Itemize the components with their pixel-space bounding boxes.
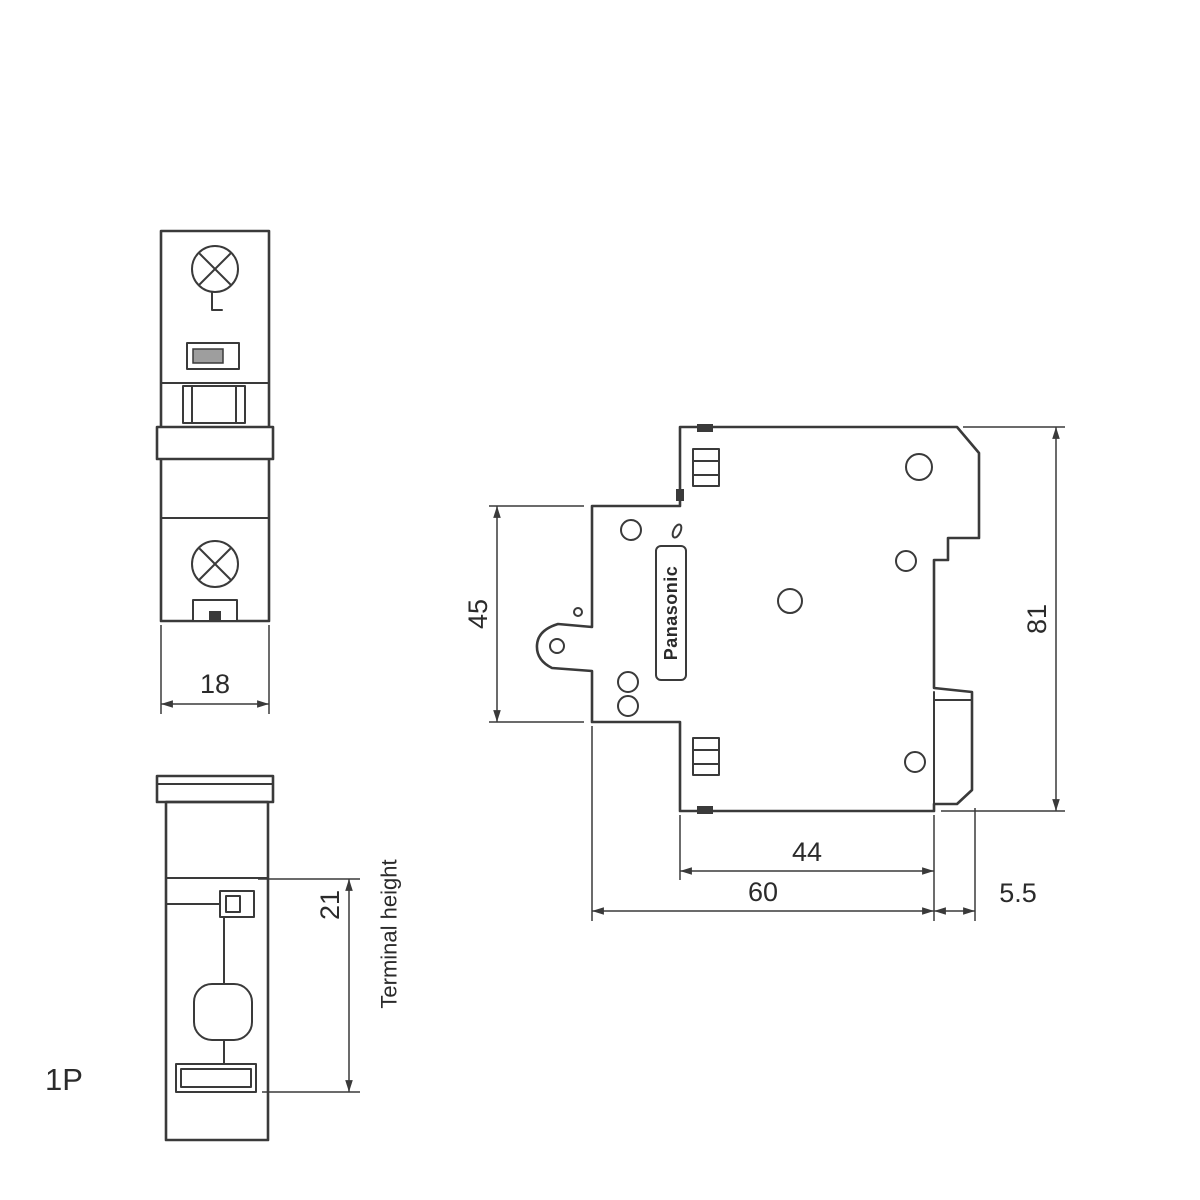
- screw-top-icon: [191, 245, 239, 293]
- edge-mark: [676, 489, 684, 501]
- front-section-height-value: 45: [463, 599, 493, 629]
- dimension-base-depth: 44: [679, 815, 935, 921]
- terminal-block: [175, 1063, 257, 1093]
- lever-hole: [549, 638, 565, 654]
- terminal-height-value: 21: [315, 890, 345, 920]
- rivet-hole: [617, 695, 639, 717]
- dimension-overall-height: 81: [941, 426, 1065, 812]
- screw-bottom-icon: [191, 540, 239, 588]
- dimension-overall-depth: 60: [591, 726, 934, 921]
- overall-height-value: 81: [1022, 604, 1052, 634]
- escutcheon-band: [155, 425, 275, 461]
- front-view: 18: [155, 229, 275, 714]
- rivet-hole: [895, 550, 917, 572]
- dimension-rail-clip-offset: 5.5: [934, 808, 1037, 921]
- brand-text: Panasonic: [661, 566, 681, 661]
- indicator-window: [186, 342, 240, 370]
- dimension-front-section-height: 45: [463, 505, 584, 723]
- rivet-hole: [777, 588, 803, 614]
- front-width-value: 18: [200, 669, 230, 699]
- trip-indicator-mark: [211, 292, 223, 311]
- rivet-hole: [620, 519, 642, 541]
- top-vent: [692, 424, 720, 487]
- side-view: Panasonic 45 81 44 60: [463, 424, 1065, 921]
- rivet-hole: [617, 671, 639, 693]
- bottom-terminal-tab: [192, 599, 238, 622]
- mold-mark: [671, 523, 683, 539]
- brand-label-plate: Panasonic: [655, 545, 687, 681]
- toggle-handle: [182, 385, 246, 424]
- base-depth-value: 44: [792, 837, 822, 867]
- bottom-vent: [692, 737, 720, 814]
- terminal-clamp: [219, 890, 255, 918]
- top-cap: [155, 774, 275, 804]
- dimension-front-width: 18: [160, 625, 270, 714]
- terminal-view: 21 Terminal height: [155, 774, 402, 1142]
- terminal-height-label: Terminal height: [377, 859, 402, 1008]
- rivet-hole: [904, 751, 926, 773]
- side-outline: [535, 425, 981, 813]
- terminal-opening: [193, 983, 253, 1041]
- face-pin: [573, 607, 583, 617]
- dimension-terminal-height: 21 Terminal height: [258, 859, 402, 1093]
- rivet-hole: [905, 453, 933, 481]
- rail-clip-offset-value: 5.5: [999, 878, 1037, 908]
- pole-count-label: 1P: [45, 1062, 83, 1097]
- overall-depth-value: 60: [748, 877, 778, 907]
